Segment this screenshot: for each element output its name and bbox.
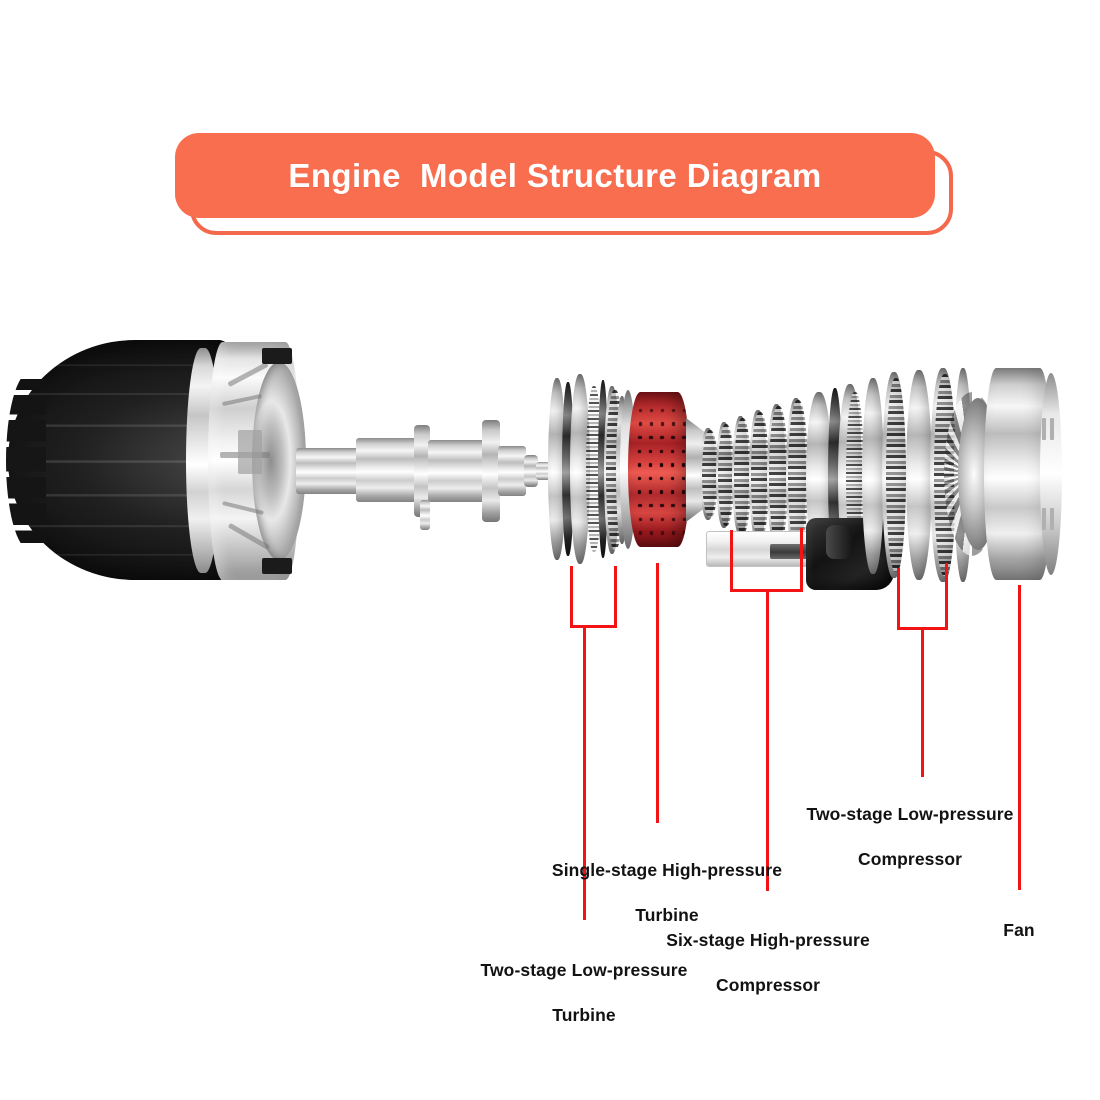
label-line-2: Turbine: [552, 1005, 616, 1026]
label-line-1: Two-stage Low-pressure: [806, 803, 1014, 824]
title-banner: Engine Model Structure Diagram: [175, 133, 935, 218]
label-line-2: Compressor: [857, 849, 963, 870]
label-line-2: Turbine: [635, 905, 699, 926]
label-two-stage-low-pressure-compressor: Two-stage Low-pressure Compressor: [724, 780, 1096, 894]
label-line-1: Two-stage Low-pressure: [480, 959, 688, 980]
page-title: Engine Model Structure Diagram: [288, 156, 822, 194]
label-line-1: Single-stage High-pressure: [551, 859, 783, 880]
label-fan: Fan: [966, 896, 1072, 964]
label-line-1: Fan: [1003, 919, 1035, 940]
label-single-stage-high-pressure-turbine: Single-stage High-pressure Turbine: [481, 836, 853, 950]
label-line-1: Six-stage High-pressure: [666, 929, 870, 950]
label-six-stage-high-pressure-compressor: Six-stage High-pressure Compressor: [594, 906, 942, 1020]
label-two-stage-low-pressure-turbine: Two-stage Low-pressure Turbine: [398, 936, 770, 1050]
label-line-2: Compressor: [715, 975, 821, 996]
